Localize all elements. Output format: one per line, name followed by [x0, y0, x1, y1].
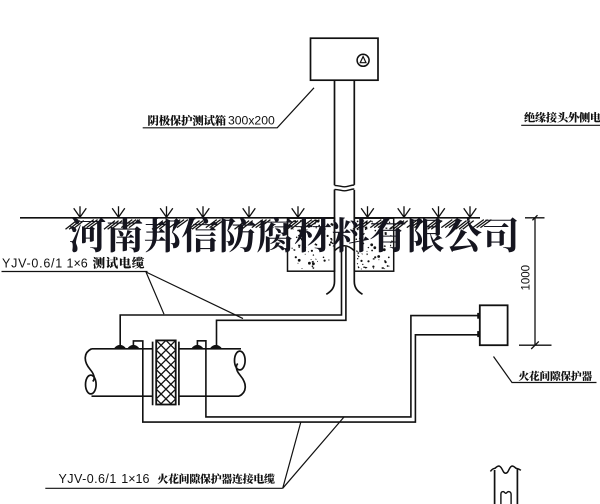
svg-text:300x200: 300x200	[228, 114, 275, 128]
svg-text:1000: 1000	[521, 265, 533, 291]
svg-text:1×16: 1×16	[121, 472, 149, 486]
svg-text:YJV-0.6/1: YJV-0.6/1	[2, 257, 63, 271]
svg-text:YJV-0.6/1: YJV-0.6/1	[59, 472, 117, 486]
svg-text:1×6: 1×6	[67, 257, 88, 271]
